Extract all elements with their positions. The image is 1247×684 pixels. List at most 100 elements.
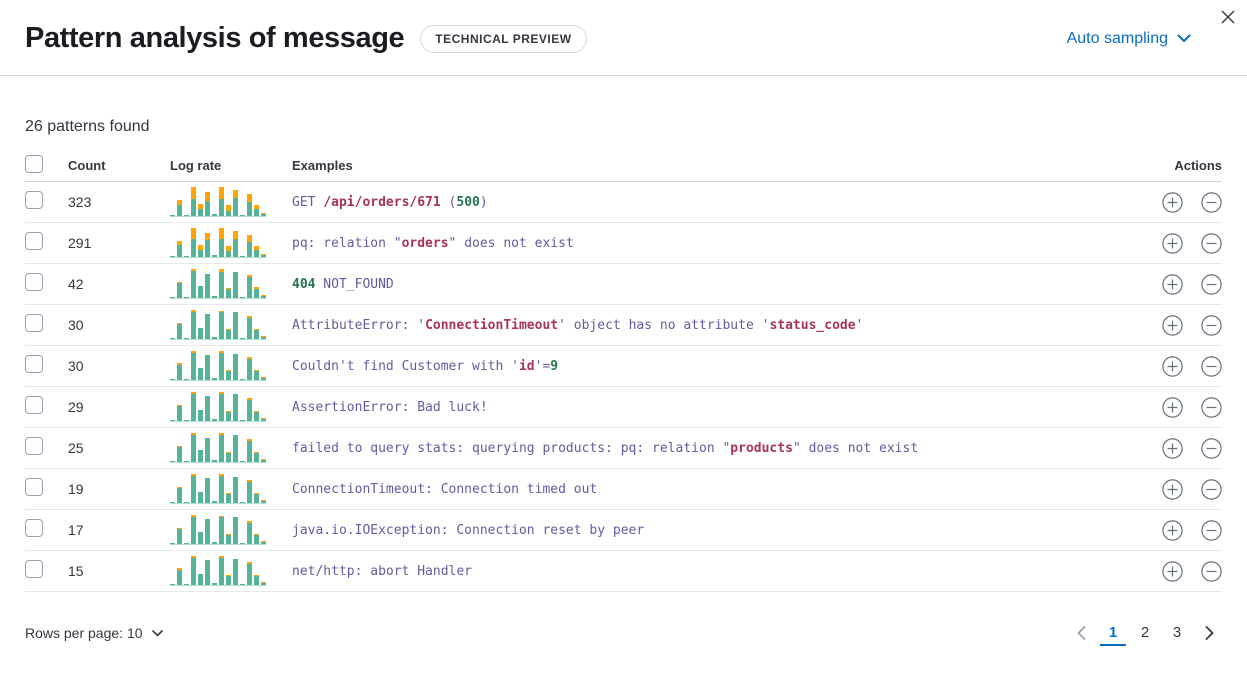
sparkline-bar xyxy=(184,514,189,544)
sparkline-bar xyxy=(219,473,224,503)
column-header-actions: Actions xyxy=(1174,158,1222,173)
sparkline-bar xyxy=(240,186,245,216)
sparkline-bar xyxy=(170,268,175,298)
sparkline-bar xyxy=(198,186,203,216)
sparkline-bar xyxy=(247,473,252,503)
sampling-dropdown[interactable]: Auto sampling xyxy=(1067,30,1191,48)
minus-in-circle-icon xyxy=(1200,560,1222,582)
filter-out-pattern-button[interactable] xyxy=(1200,437,1222,459)
sparkline-bar xyxy=(170,227,175,257)
filter-for-pattern-button[interactable] xyxy=(1161,519,1183,541)
sparkline-bar xyxy=(184,555,189,585)
pagination-page-3[interactable]: 3 xyxy=(1164,620,1190,646)
sparkline-bar xyxy=(212,227,217,257)
filter-out-pattern-button[interactable] xyxy=(1200,232,1222,254)
log-rate-sparkline xyxy=(170,473,266,504)
row-checkbox[interactable] xyxy=(25,231,43,250)
pagination-page-1[interactable]: 1 xyxy=(1100,620,1126,646)
row-checkbox[interactable] xyxy=(25,272,43,291)
sparkline-bar xyxy=(240,391,245,421)
sparkline-bar xyxy=(226,555,231,585)
sparkline-bar xyxy=(240,432,245,462)
sparkline-bar xyxy=(254,186,259,216)
filter-for-pattern-button[interactable] xyxy=(1161,437,1183,459)
sparkline-bar xyxy=(170,473,175,503)
close-icon xyxy=(1221,10,1235,24)
filter-for-pattern-button[interactable] xyxy=(1161,396,1183,418)
row-checkbox[interactable] xyxy=(25,436,43,455)
table-header-row: Count Log rate Examples Actions xyxy=(25,150,1222,182)
sparkline-bar xyxy=(219,350,224,380)
row-checkbox[interactable] xyxy=(25,518,43,537)
sparkline-bar xyxy=(233,350,238,380)
filter-out-pattern-button[interactable] xyxy=(1200,273,1222,295)
column-header-count[interactable]: Count xyxy=(68,158,106,173)
sparkline-bar xyxy=(261,514,266,544)
example-text: failed to query stats: querying products… xyxy=(292,440,919,456)
sparkline-bar xyxy=(247,227,252,257)
sparkline-bar xyxy=(226,473,231,503)
sparkline-bar xyxy=(191,473,196,503)
example-text: pq: relation "orders" does not exist xyxy=(292,235,574,251)
filter-out-pattern-button[interactable] xyxy=(1200,314,1222,336)
plus-in-circle-icon xyxy=(1161,232,1183,254)
pagination-next-button[interactable] xyxy=(1196,620,1222,646)
filter-for-pattern-button[interactable] xyxy=(1161,273,1183,295)
filter-for-pattern-button[interactable] xyxy=(1161,314,1183,336)
filter-out-pattern-button[interactable] xyxy=(1200,478,1222,500)
sparkline-bar xyxy=(247,514,252,544)
minus-in-circle-icon xyxy=(1200,273,1222,295)
filter-out-pattern-button[interactable] xyxy=(1200,396,1222,418)
sparkline-bar xyxy=(177,432,182,462)
row-checkbox[interactable] xyxy=(25,559,43,578)
sparkline-bar xyxy=(198,309,203,339)
sparkline-bar xyxy=(205,432,210,462)
sparkline-bar xyxy=(198,432,203,462)
sparkline-bar xyxy=(177,555,182,585)
filter-for-pattern-button[interactable] xyxy=(1161,560,1183,582)
filter-out-pattern-button[interactable] xyxy=(1200,560,1222,582)
minus-in-circle-icon xyxy=(1200,396,1222,418)
filter-for-pattern-button[interactable] xyxy=(1161,355,1183,377)
row-checkbox[interactable] xyxy=(25,395,43,414)
count-value: 17 xyxy=(68,522,84,538)
pagination-page-2[interactable]: 2 xyxy=(1132,620,1158,646)
minus-in-circle-icon xyxy=(1200,191,1222,213)
select-all-checkbox[interactable] xyxy=(25,155,43,173)
sparkline-bar xyxy=(212,432,217,462)
row-checkbox[interactable] xyxy=(25,190,43,209)
example-text: 404 NOT_FOUND xyxy=(292,276,394,292)
plus-in-circle-icon xyxy=(1161,273,1183,295)
sampling-label: Auto sampling xyxy=(1066,29,1168,47)
filter-out-pattern-button[interactable] xyxy=(1200,519,1222,541)
filter-for-pattern-button[interactable] xyxy=(1161,478,1183,500)
sparkline-bar xyxy=(240,227,245,257)
sparkline-bar xyxy=(233,473,238,503)
filter-for-pattern-button[interactable] xyxy=(1161,232,1183,254)
log-rate-sparkline xyxy=(170,555,266,586)
sparkline-bar xyxy=(240,350,245,380)
row-checkbox[interactable] xyxy=(25,477,43,496)
filter-out-pattern-button[interactable] xyxy=(1200,191,1222,213)
filter-out-pattern-button[interactable] xyxy=(1200,355,1222,377)
sparkline-bar xyxy=(254,227,259,257)
filter-for-pattern-button[interactable] xyxy=(1161,191,1183,213)
close-button[interactable] xyxy=(1215,4,1241,30)
sparkline-bar xyxy=(247,186,252,216)
log-rate-sparkline xyxy=(170,186,266,217)
sparkline-bar xyxy=(177,227,182,257)
sparkline-bar xyxy=(254,268,259,298)
row-checkbox[interactable] xyxy=(25,354,43,373)
log-rate-sparkline xyxy=(170,391,266,422)
row-checkbox[interactable] xyxy=(25,313,43,332)
pagination-prev-button[interactable] xyxy=(1068,620,1094,646)
rows-per-page-dropdown[interactable]: Rows per page: 10 xyxy=(25,625,163,641)
sparkline-bar xyxy=(247,350,252,380)
